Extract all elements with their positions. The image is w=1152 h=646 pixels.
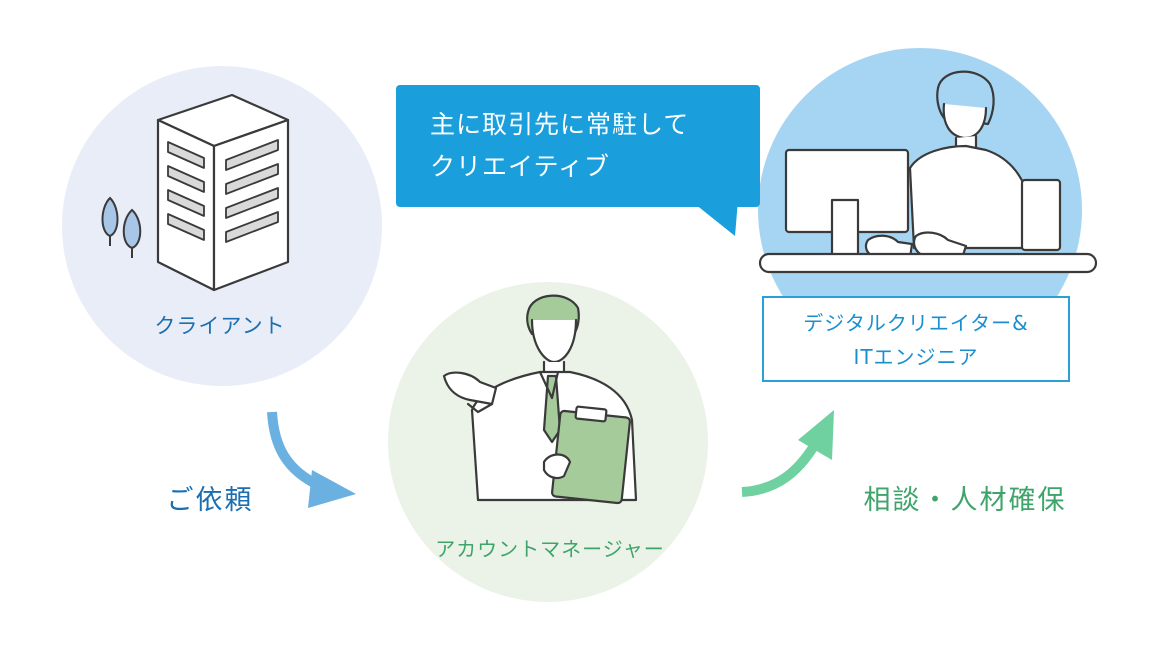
account-manager-icon	[442, 294, 638, 505]
speech-bubble-line-1: 主に取引先に常駐して	[430, 110, 690, 139]
speech-bubble-tail	[690, 200, 738, 236]
client-label: クライアント	[154, 314, 286, 338]
engineer-label-line-2: ITエンジニア	[853, 345, 979, 369]
speech-bubble: 主に取引先に常駐して クリエイティブ	[396, 85, 760, 207]
building-icon	[156, 93, 290, 292]
account-manager-label: アカウントマネージャー	[435, 537, 665, 561]
engineer-label-line-1: デジタルクリエイター&	[803, 311, 1029, 335]
consult-arrow	[741, 410, 834, 497]
tree-icon	[101, 196, 142, 258]
engineer-label-box: デジタルクリエイター& ITエンジニア	[762, 296, 1070, 382]
engineer-icon	[758, 70, 1098, 274]
request-arrow	[267, 411, 356, 508]
request-label: ご依頼	[166, 485, 254, 516]
speech-bubble-line-2: クリエイティブ	[430, 152, 611, 181]
consult-label: 相談・人材確保	[863, 485, 1067, 516]
